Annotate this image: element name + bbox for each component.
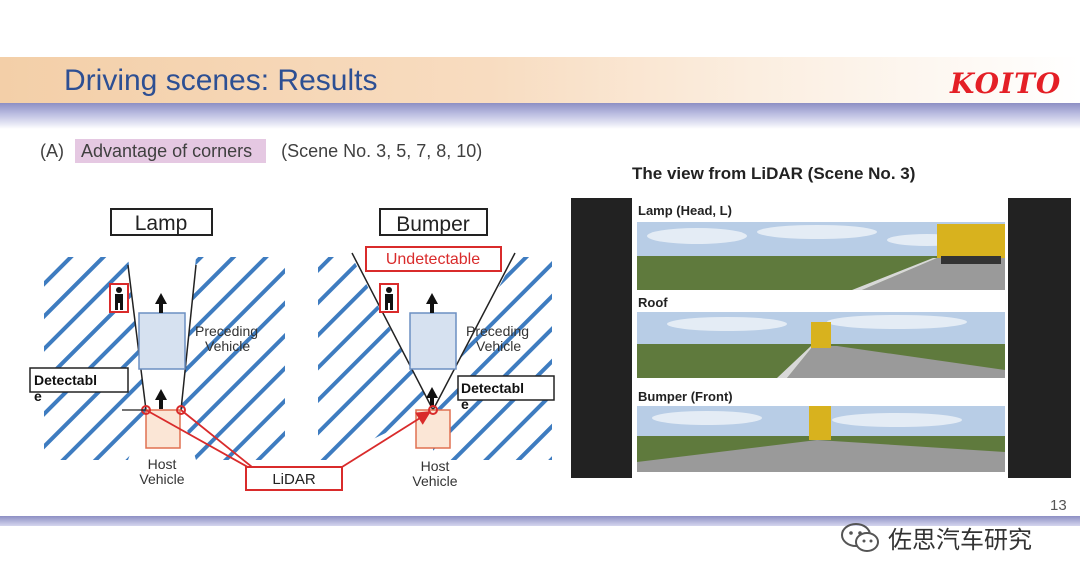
koito-logo: KOITO bbox=[950, 67, 1062, 100]
footer-band bbox=[0, 516, 1080, 526]
lidar-view-title: The view from LiDAR (Scene No. 3) bbox=[632, 164, 916, 183]
preceding-vehicle-left bbox=[138, 312, 186, 370]
section-highlight: Advantage of corners bbox=[75, 139, 267, 163]
section-heading: (A) Advantage of corners (Scene No. 3, 5… bbox=[40, 139, 483, 163]
preceding-label-left-1: Preceding bbox=[195, 323, 258, 339]
lamp-label: Lamp bbox=[135, 212, 188, 235]
page-number: 13 bbox=[1050, 497, 1067, 514]
slide-title: Driving scenes: Results bbox=[64, 64, 378, 97]
view-label-bumper: Bumper (Front) bbox=[638, 389, 733, 404]
lidar-view-panel: Lamp (Head, L) Roof Bumper (Front) bbox=[571, 198, 1071, 478]
host-label-left-1: Host bbox=[148, 456, 177, 472]
detectable-label-right: Detectabl bbox=[461, 380, 524, 396]
preceding-vehicle-right bbox=[409, 312, 457, 370]
title-underline-band bbox=[0, 103, 1080, 129]
watermark: 佐思汽车研究 bbox=[840, 520, 1032, 555]
scene-roof bbox=[637, 312, 1005, 378]
scene-bumper bbox=[637, 406, 1005, 472]
host-vehicle-left bbox=[145, 409, 181, 449]
bumper-label: Bumper bbox=[396, 213, 470, 236]
host-vehicle-right bbox=[415, 409, 451, 449]
detectable-label-left-2: e bbox=[34, 388, 42, 404]
title-band bbox=[0, 57, 1080, 103]
fov-diagram: Lamp Bumper Undetectable Preceding Vehic… bbox=[29, 208, 555, 491]
detectable-label-left: Detectabl bbox=[34, 372, 97, 388]
wechat-icon bbox=[841, 522, 879, 552]
section-prefix: (A) bbox=[40, 141, 64, 161]
view-label-lamp: Lamp (Head, L) bbox=[638, 203, 732, 218]
undetectable-label: Undetectable bbox=[386, 251, 480, 268]
pedestrian-icon-left bbox=[109, 283, 129, 313]
preceding-label-right-1: Preceding bbox=[466, 323, 529, 339]
section-scenes: (Scene No. 3, 5, 7, 8, 10) bbox=[281, 141, 483, 161]
host-label-left-2: Vehicle bbox=[139, 471, 184, 487]
scene-lamp bbox=[637, 222, 1005, 290]
preceding-label-right-2: Vehicle bbox=[476, 338, 521, 354]
preceding-label-left-2: Vehicle bbox=[205, 338, 250, 354]
detectable-label-right-2: e bbox=[461, 396, 469, 412]
view-label-roof: Roof bbox=[638, 295, 668, 310]
lidar-label: LiDAR bbox=[272, 471, 316, 488]
watermark-text: 佐思汽车研究 bbox=[888, 526, 1032, 554]
host-label-right-1: Host bbox=[421, 458, 450, 474]
host-label-right-2: Vehicle bbox=[412, 473, 457, 489]
pedestrian-icon-right bbox=[379, 283, 399, 313]
